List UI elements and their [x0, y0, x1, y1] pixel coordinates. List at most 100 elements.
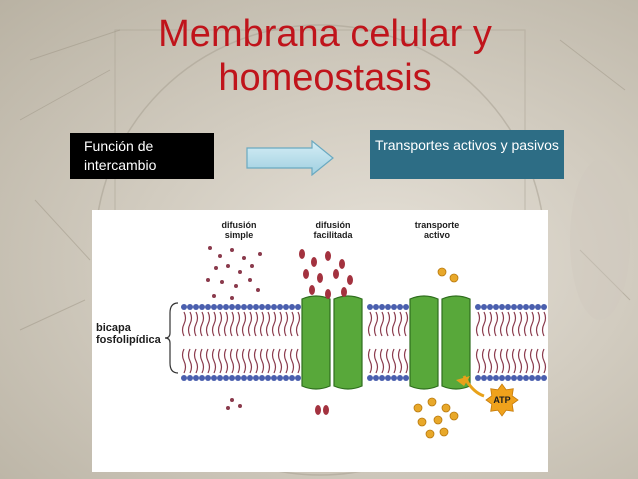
lipid-tail-upper [247, 311, 253, 337]
lipid-tail-lower [241, 348, 247, 374]
particle-facilitated [347, 275, 353, 285]
particle-facilitated [309, 285, 315, 295]
particle-facilitated [317, 273, 323, 283]
particle-active [427, 397, 437, 407]
lipid-tail-upper [367, 311, 373, 337]
lipid-head [391, 375, 397, 381]
lipid-tail-lower [403, 348, 409, 374]
lipid-tail-upper [289, 311, 295, 337]
lipid-tail-upper [385, 311, 391, 337]
lipid-tail-lower [265, 348, 271, 374]
particle-simple [234, 284, 238, 288]
lipid-tail-upper [487, 311, 493, 337]
lipid-head [487, 304, 493, 310]
lipid-head [205, 375, 211, 381]
atp-icon [485, 383, 519, 417]
membrane-figure: ATP difusión simple difusión facilitada … [92, 210, 548, 472]
function-box: Función de intercambio [70, 133, 214, 179]
lipid-head [403, 375, 409, 381]
lipid-head [475, 375, 481, 381]
lipid-tail-lower [277, 348, 283, 374]
lipid-head [199, 304, 205, 310]
lipid-head [211, 304, 217, 310]
lipid-head [397, 304, 403, 310]
lipid-head [523, 375, 529, 381]
lipid-tail-lower [295, 348, 301, 374]
lipid-tail-upper [241, 311, 247, 337]
lipid-head [181, 375, 187, 381]
lipid-head [535, 304, 541, 310]
lipid-head [517, 375, 523, 381]
lipid-tail-upper [379, 311, 385, 337]
lipid-tail-lower [373, 348, 379, 374]
lipid-head [295, 375, 301, 381]
lipid-head [211, 375, 217, 381]
lipid-tail-upper [505, 311, 511, 337]
lipid-head [199, 375, 205, 381]
lipid-tail-lower [199, 348, 205, 374]
lipid-tail-upper [523, 311, 529, 337]
lipid-head [523, 304, 529, 310]
lipid-head [289, 304, 295, 310]
lipid-head [481, 304, 487, 310]
lipid-tail-upper [235, 311, 241, 337]
lipid-tail-lower [253, 348, 259, 374]
particle-simple [258, 252, 262, 256]
particle-facilitated [311, 257, 317, 267]
particle-simple [248, 278, 252, 282]
lipid-tail-lower [229, 348, 235, 374]
lipid-head [475, 304, 481, 310]
lipid-head [253, 304, 259, 310]
lipid-tail-upper [271, 311, 277, 337]
lipid-head [511, 304, 517, 310]
lipid-head [253, 375, 259, 381]
lipid-head [367, 304, 373, 310]
label-difusion-simple: difusión simple [221, 220, 257, 240]
lipid-head [187, 375, 193, 381]
bicapa-bracket [164, 302, 179, 374]
lipid-head [259, 375, 265, 381]
lipid-tail-upper [283, 311, 289, 337]
lipid-tail-lower [379, 348, 385, 374]
lipid-head [265, 304, 271, 310]
particle-active [425, 429, 435, 439]
lipid-head [499, 375, 505, 381]
lipid-head [241, 304, 247, 310]
lipid-head [247, 375, 253, 381]
atp-arrowhead [456, 376, 470, 386]
lipid-tail-upper [481, 311, 487, 337]
lipid-tail-lower [397, 348, 403, 374]
particle-simple [220, 280, 224, 284]
lipid-tail-lower [211, 348, 217, 374]
lipid-head [277, 375, 283, 381]
lipid-tail-lower [517, 348, 523, 374]
page-title: Membrana celular y homeostasis [158, 13, 492, 99]
particle-simple [230, 398, 234, 402]
transport-box: Transportes activos y pasivos [370, 130, 564, 179]
lipid-tail-lower [271, 348, 277, 374]
lipid-head [373, 375, 379, 381]
membrane-diagram: ATP [164, 246, 547, 439]
protein-channel-left [301, 295, 331, 390]
lipid-tail-upper [391, 311, 397, 337]
lipid-head [529, 304, 535, 310]
lipid-head [247, 304, 253, 310]
lipid-tail-lower [247, 348, 253, 374]
lipid-head [217, 375, 223, 381]
lipid-tail-upper [475, 311, 481, 337]
atp-label: ATP [493, 395, 510, 405]
lipid-tail-lower [193, 348, 199, 374]
lipid-tail-upper [229, 311, 235, 337]
lipid-head [541, 304, 547, 310]
lipid-head [223, 304, 229, 310]
particle-active [437, 267, 447, 277]
particle-facilitated [325, 289, 331, 299]
lipid-head [397, 375, 403, 381]
lipid-head [187, 304, 193, 310]
lipid-tail-lower [499, 348, 505, 374]
particle-active [433, 415, 443, 425]
lipid-head [403, 304, 409, 310]
lipid-head [277, 304, 283, 310]
lipid-tail-upper [217, 311, 223, 337]
particle-facilitated [323, 405, 329, 415]
